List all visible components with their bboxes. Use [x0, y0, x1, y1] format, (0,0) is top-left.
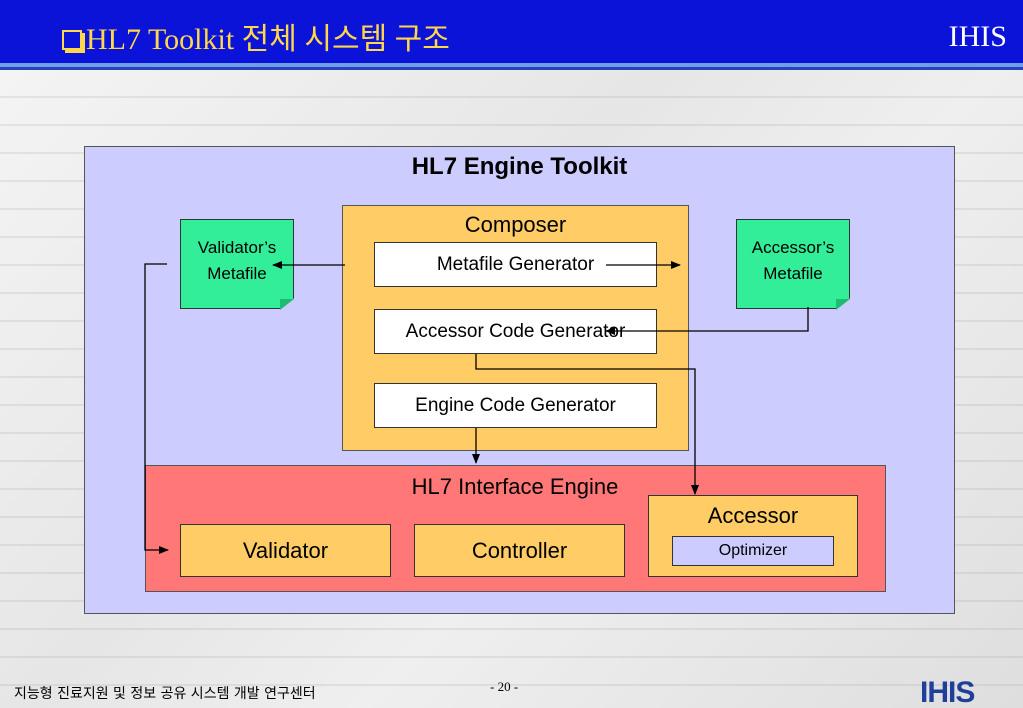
accessor-code-generator: Accessor Code Generator: [374, 309, 657, 354]
accessor-metafile-line2: Metafile: [763, 264, 823, 283]
validator-module: Validator: [180, 524, 391, 577]
page-number: - 20 -: [490, 679, 519, 694]
validator-metafile-fold-icon: [280, 299, 294, 310]
header-bar: [0, 0, 1023, 63]
accessor-metafile-fold-icon: [836, 299, 850, 310]
header-brand: IHIS: [948, 20, 1007, 53]
accessor-metafile: Accessor’s Metafile: [736, 219, 850, 309]
engine-toolkit-title: HL7 Engine Toolkit: [411, 153, 628, 180]
footer-logo: IHIS: [920, 676, 975, 708]
validator-metafile-line2: Metafile: [207, 264, 267, 283]
engine-code-generator: Engine Code Generator: [374, 383, 657, 428]
slide-title: HL7 Toolkit 전체 시스템 구조: [62, 14, 450, 58]
validator-metafile-line1: Validator’s: [197, 238, 277, 257]
slide-title-text: HL7 Toolkit 전체 시스템 구조: [86, 23, 450, 56]
accessor-module-title: Accessor: [707, 503, 799, 528]
header-divider: [0, 63, 1023, 67]
header-divider-dark: [0, 67, 1023, 70]
optimizer-module: Optimizer: [672, 536, 834, 566]
validator-metafile: Validator’s Metafile: [180, 219, 294, 309]
accessor-metafile-line1: Accessor’s: [751, 238, 835, 257]
metafile-generator: Metafile Generator: [374, 242, 657, 287]
footer-organization: 지능형 진료지원 및 정보 공유 시스템 개발 연구센터: [14, 686, 316, 702]
composer-title: Composer: [464, 212, 567, 237]
checkbox-bullet-icon: [62, 30, 82, 50]
controller-module: Controller: [414, 524, 625, 577]
